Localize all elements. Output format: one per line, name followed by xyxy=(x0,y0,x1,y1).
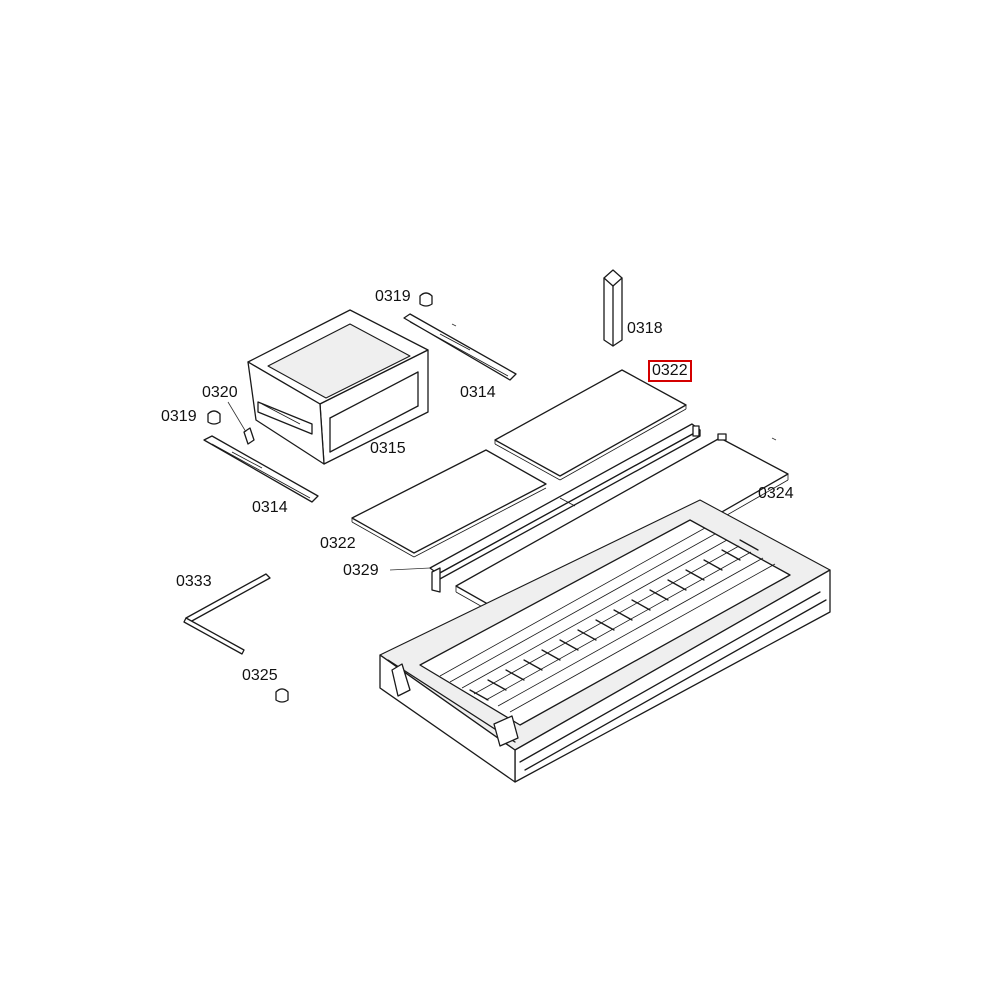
label-0319-lower[interactable]: 0319 xyxy=(161,408,197,425)
label-0322-lower[interactable]: 0322 xyxy=(320,535,356,552)
part-0315-drawer xyxy=(247,309,429,465)
part-0333-bracket xyxy=(183,573,271,655)
part-0319-clip-upper xyxy=(419,292,433,307)
label-0325[interactable]: 0325 xyxy=(242,667,278,684)
part-0320-clip xyxy=(227,401,255,445)
part-0314-rail-lower xyxy=(203,435,319,503)
part-0322-glass-right xyxy=(494,369,687,481)
part-0322-glass-left xyxy=(351,449,547,558)
part-0325-fitting xyxy=(275,688,289,703)
part-0319-clip-lower xyxy=(207,410,221,425)
label-0324[interactable]: 0324 xyxy=(758,485,794,502)
label-0318[interactable]: 0318 xyxy=(627,320,663,337)
part-0329-rail xyxy=(429,423,701,593)
label-0314-upper[interactable]: 0314 xyxy=(460,384,496,401)
part-large-tray xyxy=(379,499,831,783)
label-0322-highlighted[interactable]: 0322 xyxy=(648,360,692,382)
part-0314-rail-upper xyxy=(403,313,517,381)
label-0333[interactable]: 0333 xyxy=(176,573,212,590)
label-0320[interactable]: 0320 xyxy=(202,384,238,401)
part-0318-block xyxy=(603,269,623,347)
label-0315[interactable]: 0315 xyxy=(370,440,406,457)
label-0319-upper[interactable]: 0319 xyxy=(375,288,411,305)
label-0314-lower[interactable]: 0314 xyxy=(252,499,288,516)
label-0329[interactable]: 0329 xyxy=(343,562,379,579)
